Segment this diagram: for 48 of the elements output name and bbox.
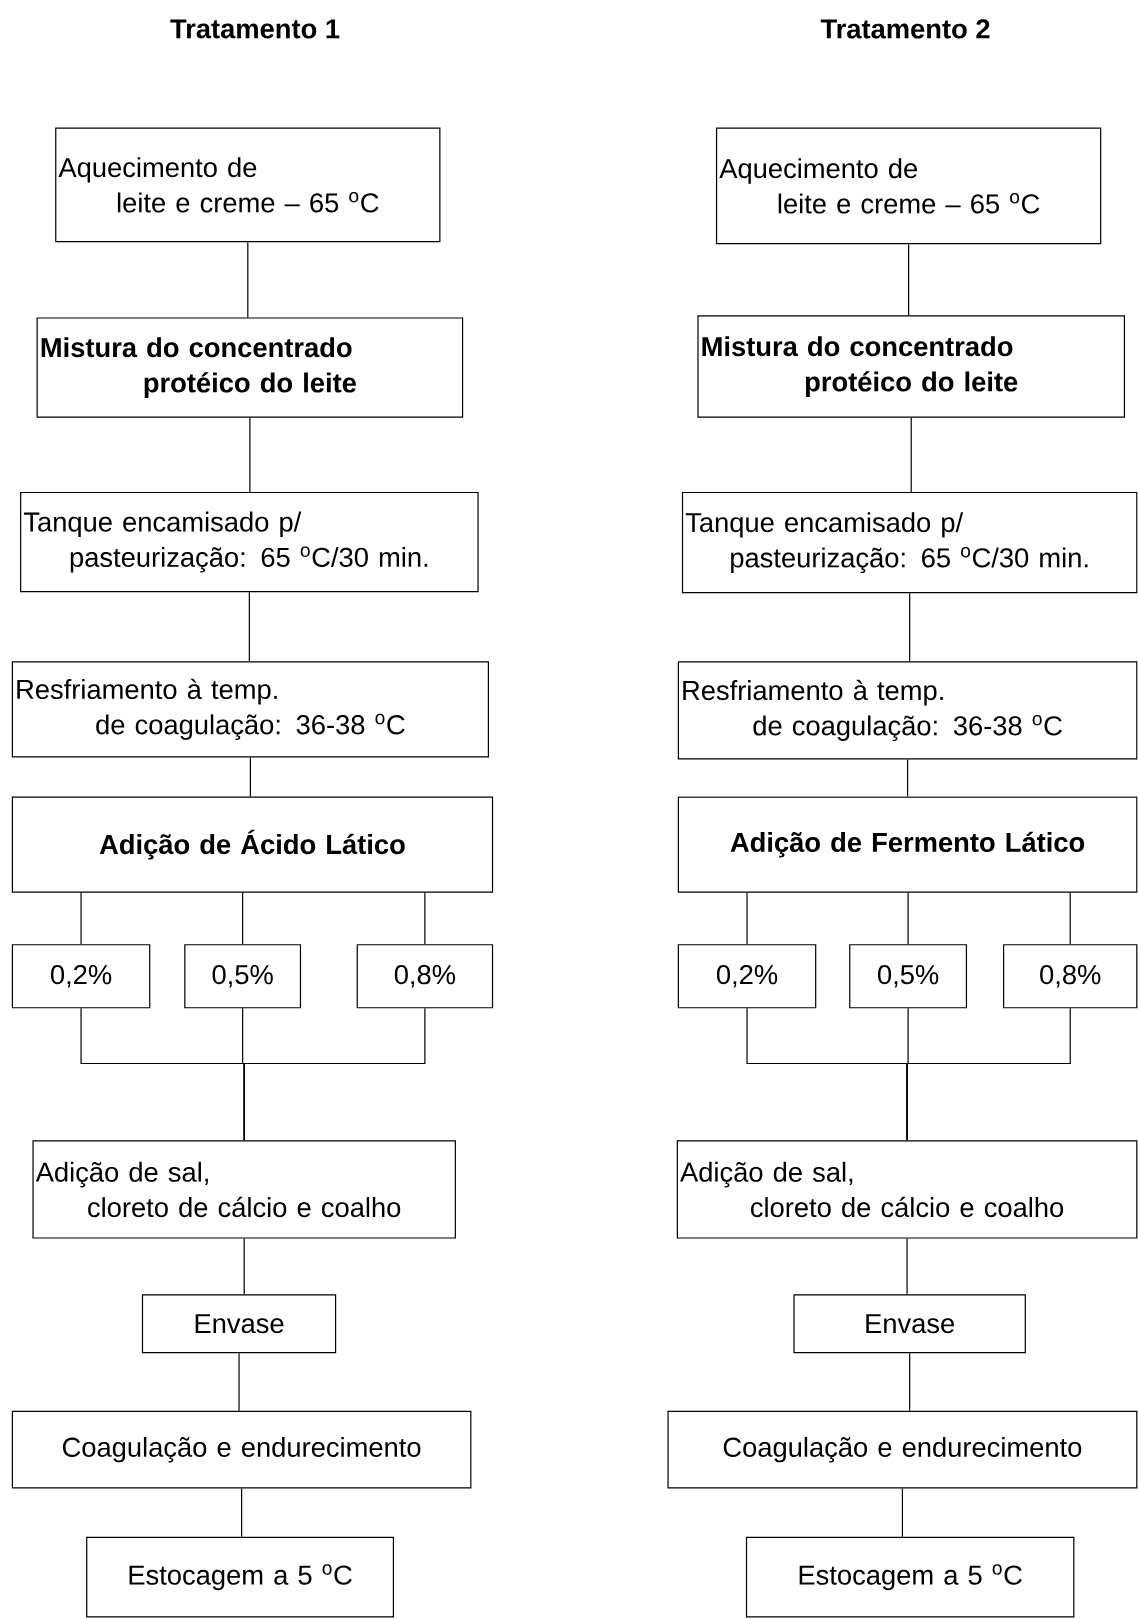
process-box: Envase <box>793 1294 1026 1354</box>
connector-line <box>249 756 252 798</box>
connector-line <box>249 417 251 493</box>
connector-line <box>910 417 912 493</box>
connector-line <box>243 1238 245 1295</box>
connector-line <box>241 1487 243 1538</box>
connector-line <box>248 591 251 662</box>
connector-line <box>909 592 911 662</box>
process-box: Estocagem a 5 $^{o}$C <box>86 1536 395 1618</box>
process-box: Mistura do concentrado protéico do leite <box>697 315 1126 418</box>
process-box: 0,5% <box>184 944 302 1009</box>
connector-line <box>746 892 748 945</box>
connector-line <box>238 1352 240 1412</box>
process-box: Envase <box>141 1294 337 1354</box>
process-box: Adição de sal, cloreto de cálcio e coalho <box>676 1140 1138 1239</box>
connector-line <box>908 243 910 316</box>
process-box: Adição de Fermento Lático <box>677 796 1138 893</box>
process-box: Aquecimento de leite e creme – 65 $^{o}$C <box>55 127 441 243</box>
process-box: Resfriamento à temp. de coagulação: 36-38 $^{o}$C <box>11 661 490 758</box>
connector-line <box>907 758 909 798</box>
connector-line <box>906 1238 908 1295</box>
column-heading: Tratamento 2 <box>820 19 990 39</box>
connector-line <box>80 892 82 945</box>
connector-line <box>424 892 426 945</box>
connector-line <box>909 1352 911 1412</box>
process-box: Estocagem a 5 $^{o}$C <box>746 1536 1075 1618</box>
process-box: Tanque encamisado p/ pasteurização: 65 $^{o}$C/30 min. <box>20 491 479 593</box>
column-heading: Tratamento 1 <box>170 19 340 39</box>
process-box: Adição de Ácido Lático <box>11 796 494 893</box>
process-box: 0,2% <box>677 944 817 1009</box>
process-box: Coagulação e endurecimento <box>11 1410 472 1489</box>
process-box: Aquecimento de leite e creme – 65 $^{o}$C <box>716 127 1102 245</box>
process-box: Adição de sal, cloreto de cálcio e coalho <box>32 1140 457 1239</box>
process-box: 0,2% <box>11 944 151 1009</box>
connector-line <box>901 1487 904 1538</box>
process-box: Coagulação e endurecimento <box>667 1410 1138 1489</box>
process-box: Tanque encamisado p/ pasteurização: 65 $^{o}$C/30 min. <box>682 491 1138 594</box>
process-box: Mistura do concentrado protéico do leite <box>36 317 464 418</box>
process-box: 0,8% <box>356 944 494 1009</box>
connector-line <box>243 1007 426 1141</box>
connector-line <box>1069 892 1071 945</box>
connector-line <box>907 892 909 945</box>
process-box: Resfriamento à temp. de coagulação: 36-38 $^{o}$C <box>677 661 1138 760</box>
connector-line <box>906 1007 1071 1141</box>
connector-line <box>247 241 249 319</box>
connector-line <box>242 892 244 945</box>
process-box: 0,5% <box>849 944 968 1009</box>
process-box: 0,8% <box>1003 944 1138 1009</box>
